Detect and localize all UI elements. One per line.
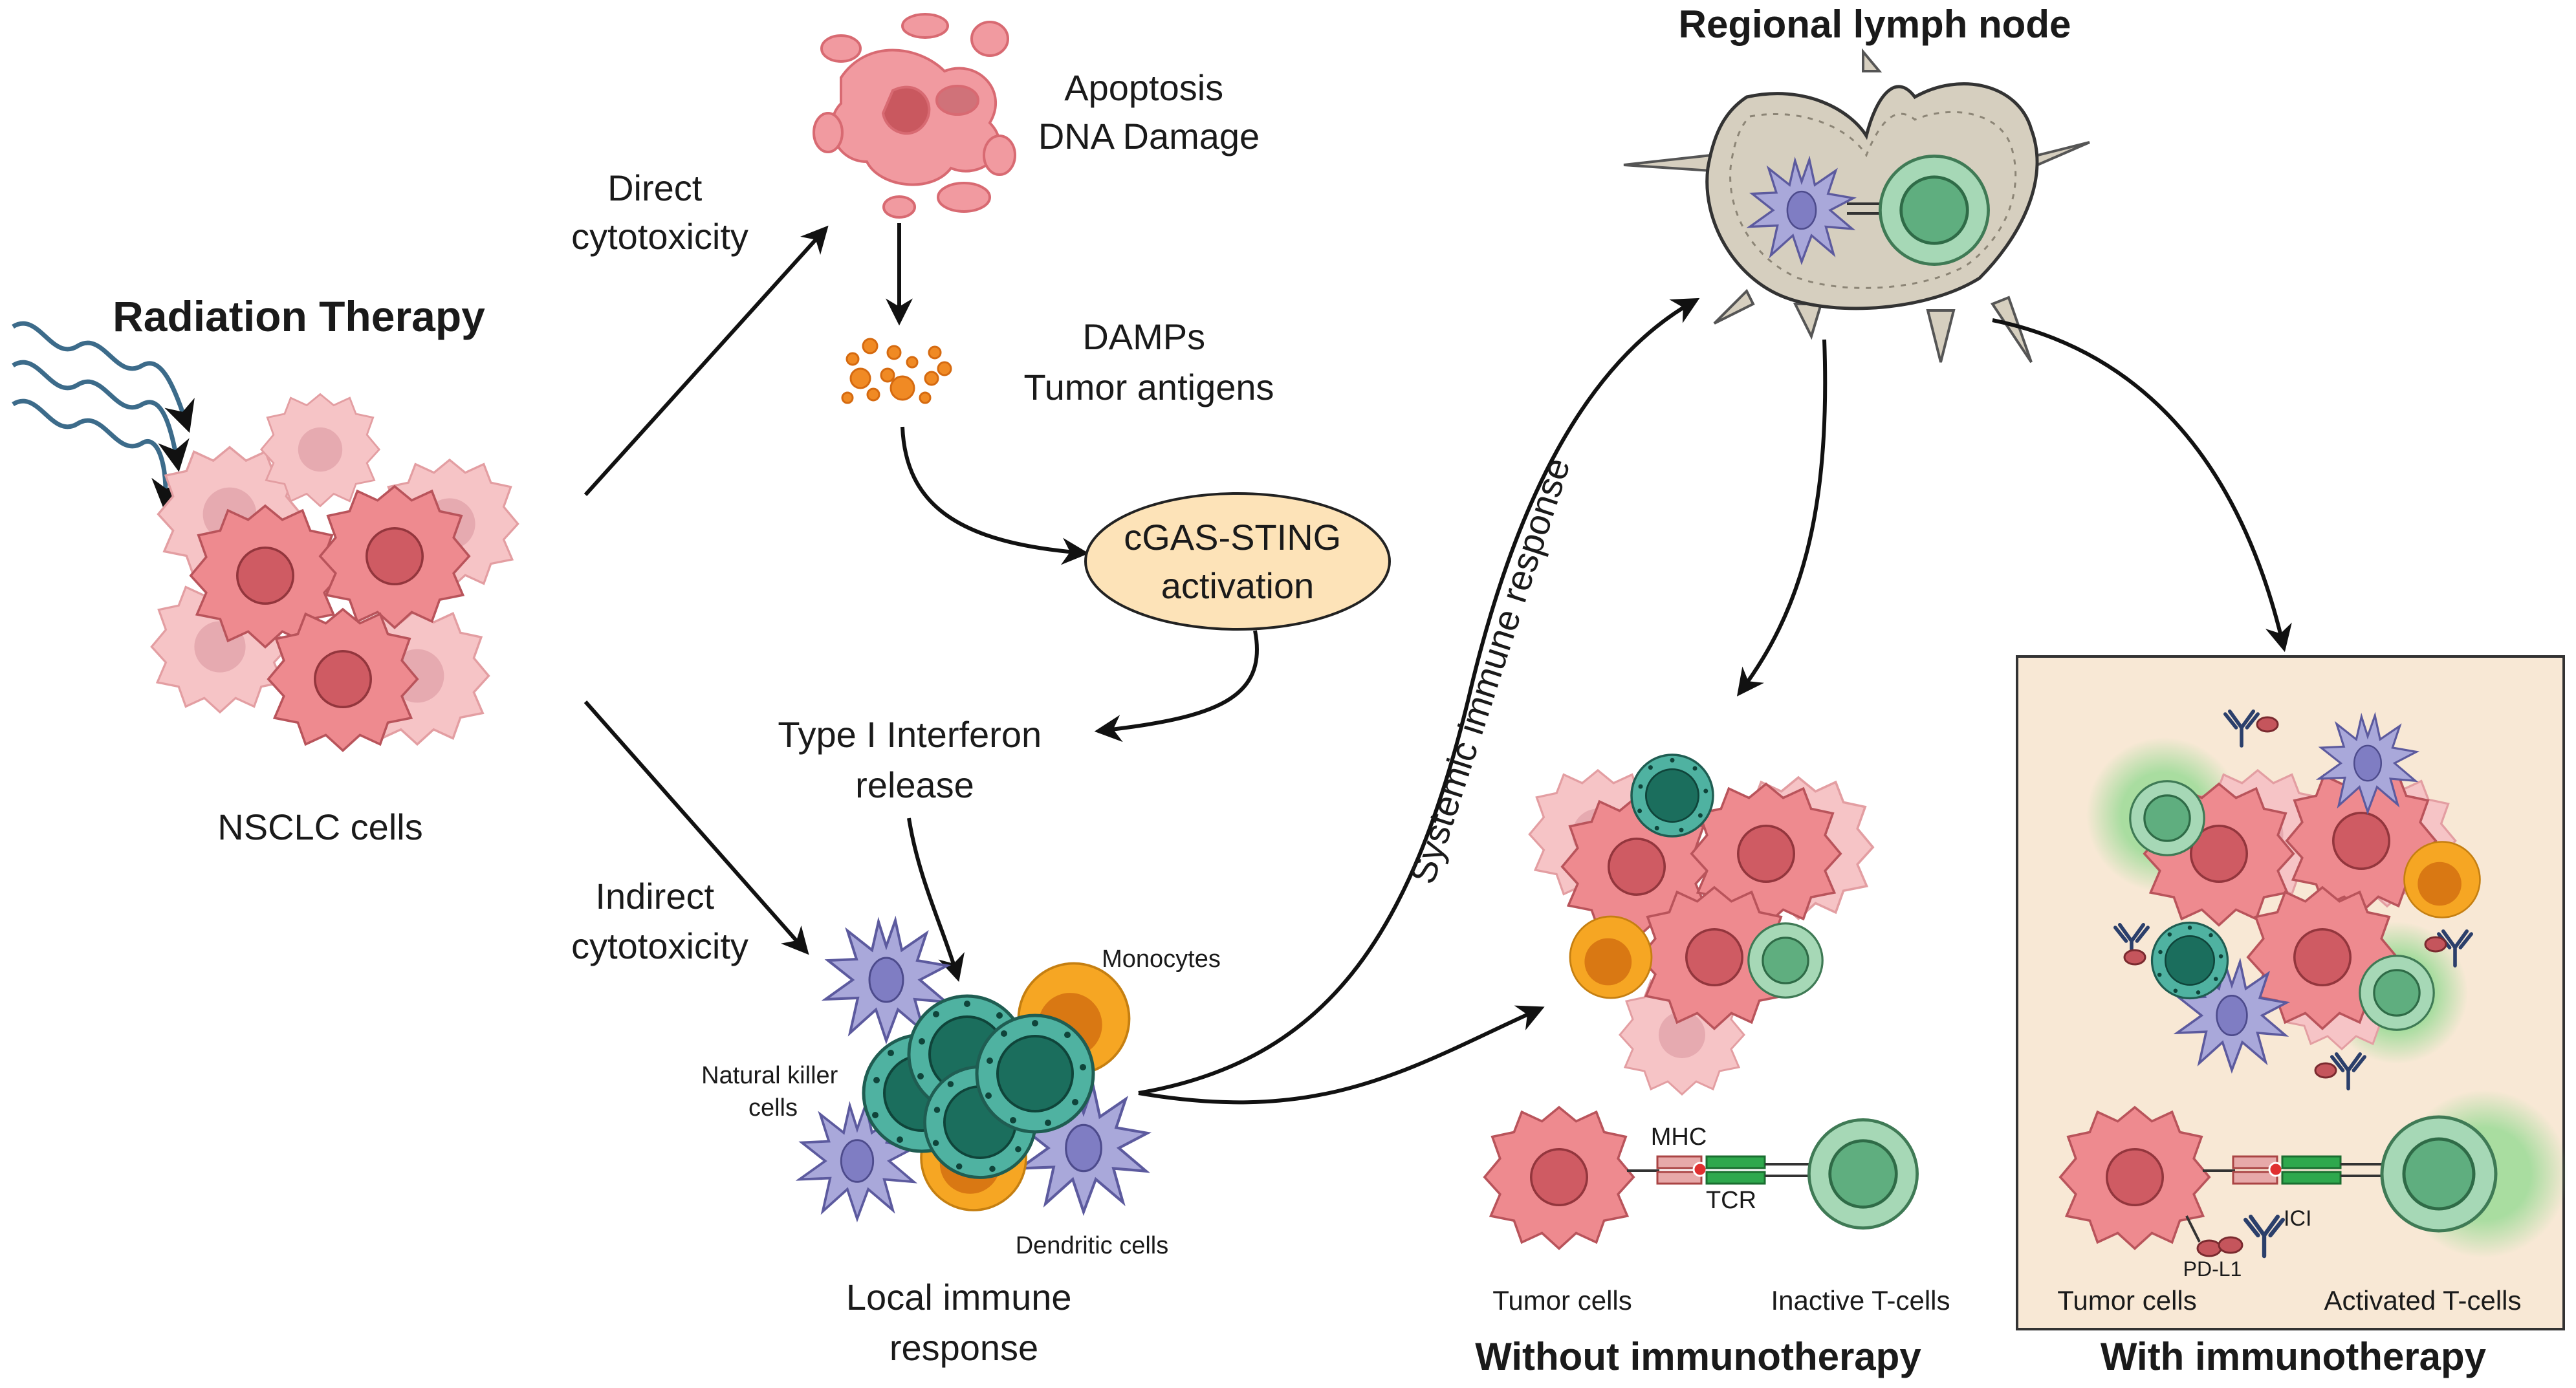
indirect-cytotoxicity-arrow <box>584 700 809 955</box>
radiation-therapy-title: Radiation Therapy <box>113 292 485 340</box>
without-tumor-cells-label: Tumor cells <box>1492 1285 1632 1316</box>
inactive-t-cells-label: Inactive T-cells <box>1771 1285 1950 1316</box>
without-immunotherapy-title: Without immunotherapy <box>1475 1335 1921 1378</box>
local-to-tumor-arrow <box>1138 1005 1545 1105</box>
activated-t-cells-label: Activated T-cells <box>2324 1285 2521 1316</box>
systemic-response-arrow <box>1138 298 1700 1095</box>
nk-cells-label: Natural killer cells <box>701 1062 845 1122</box>
direct-cytotoxicity-arrow <box>584 225 829 497</box>
indirect-cytotoxicity-label: Indirect cytotoxicity <box>571 876 748 966</box>
damps-particles <box>841 338 952 404</box>
monocytes-label: Monocytes <box>1102 946 1221 973</box>
lymph-to-with-arrow <box>1992 318 2292 653</box>
lymph-to-without-arrow <box>1736 339 1828 697</box>
interferon-label: Type I Interferon release <box>778 714 1051 805</box>
with-immunotherapy-title: With immunotherapy <box>2101 1335 2487 1378</box>
interferon-to-local-arrow <box>907 818 965 982</box>
with-synapse <box>2059 1090 2568 1258</box>
without-synapse <box>1483 1106 1917 1250</box>
with-tumor-cluster <box>2086 711 2481 1089</box>
nsclc-cells-cluster <box>150 393 519 752</box>
with-tumor-cells-label: Tumor cells <box>2057 1285 2196 1316</box>
local-immune-cells <box>798 919 1148 1220</box>
pdl1-label: PD-L1 <box>2183 1257 2242 1281</box>
nsclc-cells-label: NSCLC cells <box>217 807 422 847</box>
cgas-sting-label: cGAS-STING activation <box>1124 517 1351 606</box>
cgas-sting-node <box>1084 492 1391 631</box>
ici-label: ICI <box>2284 1206 2311 1231</box>
apoptosis-label: Apoptosis DNA Damage <box>1038 67 1260 157</box>
without-tumor-cluster <box>1528 754 1874 1096</box>
local-immune-response-label: Local immune response <box>846 1277 1082 1368</box>
tcr-label: TCR <box>1706 1187 1756 1214</box>
lymph-node-title: Regional lymph node <box>1679 3 2071 46</box>
lymph-node-icon <box>1623 48 2090 363</box>
apoptotic-cell-fragments <box>813 13 1016 219</box>
damps-to-cgas-arrow <box>901 426 1089 565</box>
cgas-to-interferon-arrow <box>1094 630 1259 743</box>
dendritic-cells-label: Dendritic cells <box>1016 1232 1169 1259</box>
radiation-waves-icon <box>12 321 195 511</box>
damps-label: DAMPs Tumor antigens <box>1024 316 1274 407</box>
mhc-label: MHC <box>1651 1123 1707 1151</box>
direct-cytotoxicity-label: Direct cytotoxicity <box>571 168 748 257</box>
